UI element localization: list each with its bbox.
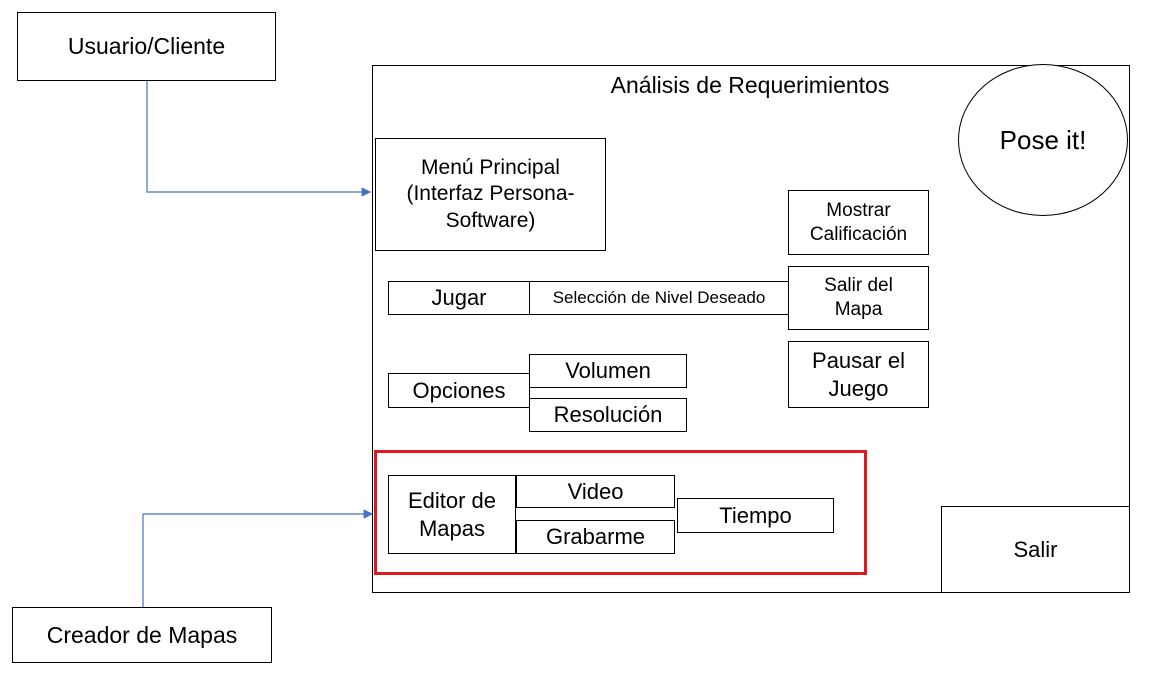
pause-box: Pausar el Juego	[788, 341, 929, 408]
time-box: Tiempo	[677, 498, 834, 533]
map-editor-highlight	[374, 450, 867, 575]
volume-label: Volumen	[565, 358, 651, 384]
main-menu-box: Menú Principal (Interfaz Persona-Softwar…	[375, 138, 606, 251]
record-box: Grabarme	[516, 520, 675, 554]
diagram-title: Análisis de Requerimientos	[610, 72, 890, 98]
user-to-menu-connector	[146, 81, 372, 197]
level-select-label: Selección de Nivel Deseado	[552, 288, 766, 308]
volume-box: Volumen	[529, 354, 687, 388]
logo-ellipse: Pose it!	[958, 64, 1128, 216]
exit-box: Salir	[941, 506, 1130, 593]
resolution-box: Resolución	[529, 398, 687, 432]
show-score-label: Mostrar Calificación	[809, 199, 908, 245]
exit-label: Salir	[1013, 536, 1058, 562]
options-label: Opciones	[412, 377, 506, 403]
actor-user-label: Usuario/Cliente	[67, 33, 226, 60]
resolution-label: Resolución	[553, 402, 663, 428]
map-editor-label: Editor de Mapas	[407, 488, 497, 541]
actor-creator-box: Creador de Mapas	[12, 607, 272, 663]
actor-user-box: Usuario/Cliente	[17, 12, 276, 81]
actor-creator-label: Creador de Mapas	[46, 621, 238, 648]
play-box: Jugar	[388, 281, 530, 315]
creator-to-editor-connector	[142, 509, 374, 607]
video-box: Video	[516, 475, 675, 508]
show-score-box: Mostrar Calificación	[788, 190, 929, 255]
main-menu-label: Menú Principal (Interfaz Persona-Softwar…	[406, 156, 575, 232]
exit-map-label: Salir del Mapa	[824, 275, 893, 320]
video-label: Video	[567, 478, 624, 504]
time-label: Tiempo	[719, 502, 792, 528]
level-select-box: Selección de Nivel Deseado	[529, 281, 789, 315]
exit-map-box: Salir del Mapa	[788, 266, 929, 330]
logo-label: Pose it!	[999, 124, 1087, 155]
pause-label: Pausar el Juego	[812, 348, 905, 401]
play-label: Jugar	[431, 285, 487, 311]
record-label: Grabarme	[545, 524, 646, 550]
options-box: Opciones	[388, 373, 530, 408]
map-editor-box: Editor de Mapas	[388, 475, 516, 554]
